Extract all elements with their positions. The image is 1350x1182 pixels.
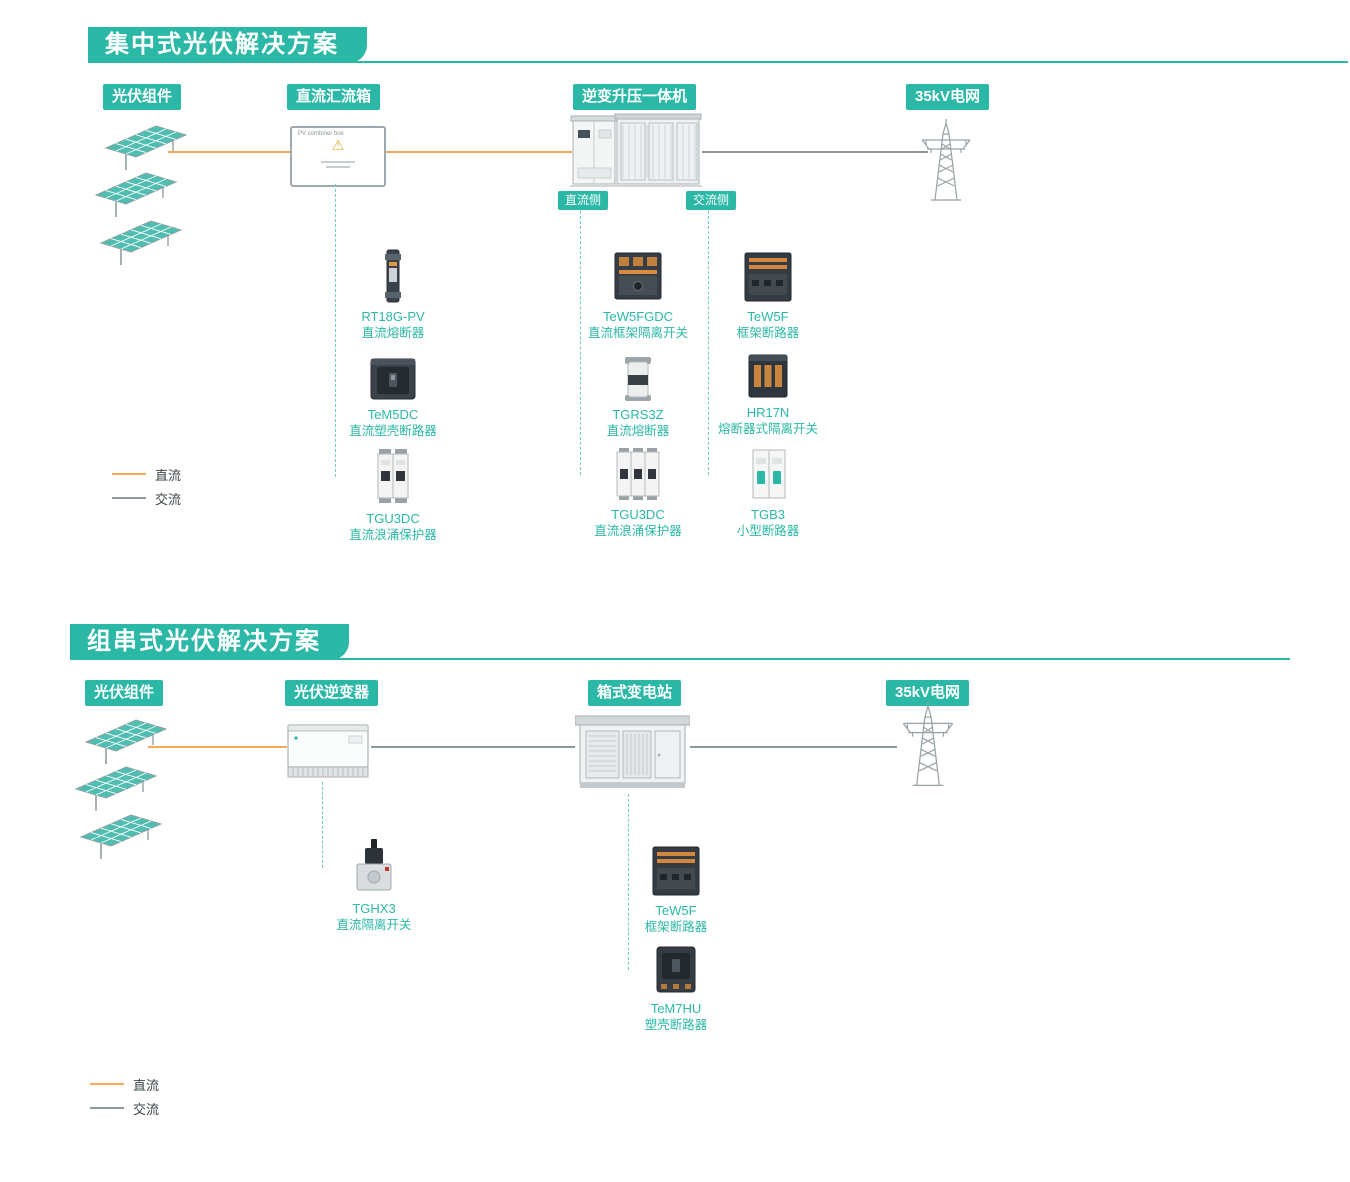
dc-side-badge: 直流侧 [558,191,609,210]
legend-dc-label: 直流 [133,1077,160,1093]
node-pv-modules-2: 光伏组件 [85,680,164,706]
section1-header-line [88,61,1348,63]
tghx3-image [304,838,444,896]
product-name: TeM7HU [650,1001,702,1016]
tgb3-image [698,444,838,502]
tew5f-image [698,248,838,304]
section2-header-line [70,658,1290,660]
power-tower-icon-2 [902,701,954,786]
warning-icon: ⚠ [331,137,345,153]
legend-dc-row: 直流 [90,1072,159,1096]
product-tem7hu: TeM7HU 塑壳断路器 [606,944,746,1033]
tgrs3z-image [568,356,708,402]
dash-line-dc-side [580,211,581,475]
combiner-text-line [321,161,355,163]
section1-title: 集中式光伏解决方案 [88,27,367,63]
product-rt18g-pv: RT18G-PV 直流熔断器 [323,246,463,341]
legend-dc-row: 直流 [112,462,181,486]
hr17n-image [698,352,838,400]
product-tgu3dc-combiner: TGU3DC 直流浪涌保护器 [323,444,463,543]
node-string-inverter: 光伏逆变器 [285,680,379,706]
product-tem5dc: TeM5DC 直流塑壳断路器 [323,356,463,439]
legend-ac-swatch [112,497,146,499]
product-tgb3: TGB3 小型断路器 [698,444,838,539]
legend-dc-label: 直流 [155,467,182,483]
node-grid-1: 35kV电网 [906,84,990,110]
box-substation-image [575,715,690,789]
product-desc: 框架断路器 [644,920,708,934]
tgu3dc-image [323,444,463,506]
ac-line-inverter-to-substation [371,746,575,748]
product-hr17n: HR17N 熔断器式隔离开关 [698,352,838,437]
legend-1: 直流 交流 [112,462,181,510]
product-name: TGHX3 [352,901,396,916]
node-pv-modules-1: 光伏组件 [103,84,182,110]
product-desc: 直流隔离开关 [336,918,412,932]
section2-title: 组串式光伏解决方案 [70,624,349,660]
combiner-box-text: PV combiner box [298,131,344,137]
power-tower-icon-1 [921,118,971,201]
product-name: TeW5FGDC [602,309,674,324]
product-tew5fgdc: TeW5FGDC 直流框架隔离开关 [568,246,708,341]
string-inverter-image [287,724,369,778]
tew5fgdc-image [568,246,708,304]
node-combiner-box: 直流汇流箱 [287,84,381,110]
legend-ac-row: 交流 [112,486,181,510]
dc-line-combiner-to-inverter [382,151,572,153]
product-tghx3: TGHX3 直流隔离开关 [304,838,444,933]
tgu3dc-3p-image [568,444,708,502]
solar-panels-icon-2 [72,714,172,864]
dash-line-combiner-products [335,184,336,477]
legend-2: 直流 交流 [90,1072,159,1120]
product-desc: 塑壳断路器 [644,1018,708,1032]
ac-side-badge: 交流侧 [686,191,737,210]
product-name: TGU3DC [366,511,420,526]
legend-dc-swatch [112,473,146,475]
dash-line-substation-products [628,794,629,970]
legend-ac-label: 交流 [155,491,182,507]
dash-line-ac-side [708,211,709,475]
legend-ac-row: 交流 [90,1096,159,1120]
dc-line-panels-to-inverter [148,746,287,748]
legend-ac-label: 交流 [133,1101,160,1117]
tem7hu-image [606,944,746,996]
node-box-substation: 箱式变电站 [588,680,682,706]
product-tgrs3z: TGRS3Z 直流熔断器 [568,356,708,439]
product-desc: 框架断路器 [736,326,800,340]
product-desc: 熔断器式隔离开关 [717,422,818,436]
product-tgu3dc-dc-side: TGU3DC 直流浪涌保护器 [568,444,708,539]
product-tew5f: TeW5F 框架断路器 [698,248,838,341]
tew5f-image-2 [606,838,746,898]
dash-line-inverter-products [322,782,323,868]
dc-line-panels-to-combiner [168,151,292,153]
product-name: TeW5F [747,309,789,324]
ac-line-inverter-to-grid [702,151,928,153]
product-name: TeM5DC [367,407,419,422]
legend-ac-swatch [90,1107,124,1109]
product-desc: 直流浪涌保护器 [594,524,682,538]
product-name: TGRS3Z [612,407,664,422]
combiner-text-line [326,166,350,168]
inverter-station-image [570,113,702,187]
product-desc: 小型断路器 [736,524,800,538]
product-tew5f-2: TeW5F 框架断路器 [606,838,746,935]
ac-line-substation-to-grid [690,746,897,748]
product-name: HR17N [746,405,790,420]
product-desc: 直流浪涌保护器 [349,528,437,542]
product-name: TGU3DC [611,507,665,522]
product-desc: 直流熔断器 [606,424,670,438]
solar-panels-icon-1 [92,120,192,270]
product-name: TGB3 [751,507,785,522]
product-desc: 直流熔断器 [361,326,425,340]
combiner-box-image: PV combiner box ⚠ [290,126,386,187]
node-inverter-station: 逆变升压一体机 [573,84,697,110]
legend-dc-swatch [90,1083,124,1085]
rt18g-pv-image [323,246,463,304]
product-desc: 直流框架隔离开关 [587,326,688,340]
product-name: TeW5F [655,903,697,918]
tem5dc-image [323,356,463,402]
product-desc: 直流塑壳断路器 [349,424,437,438]
product-name: RT18G-PV [361,309,425,324]
